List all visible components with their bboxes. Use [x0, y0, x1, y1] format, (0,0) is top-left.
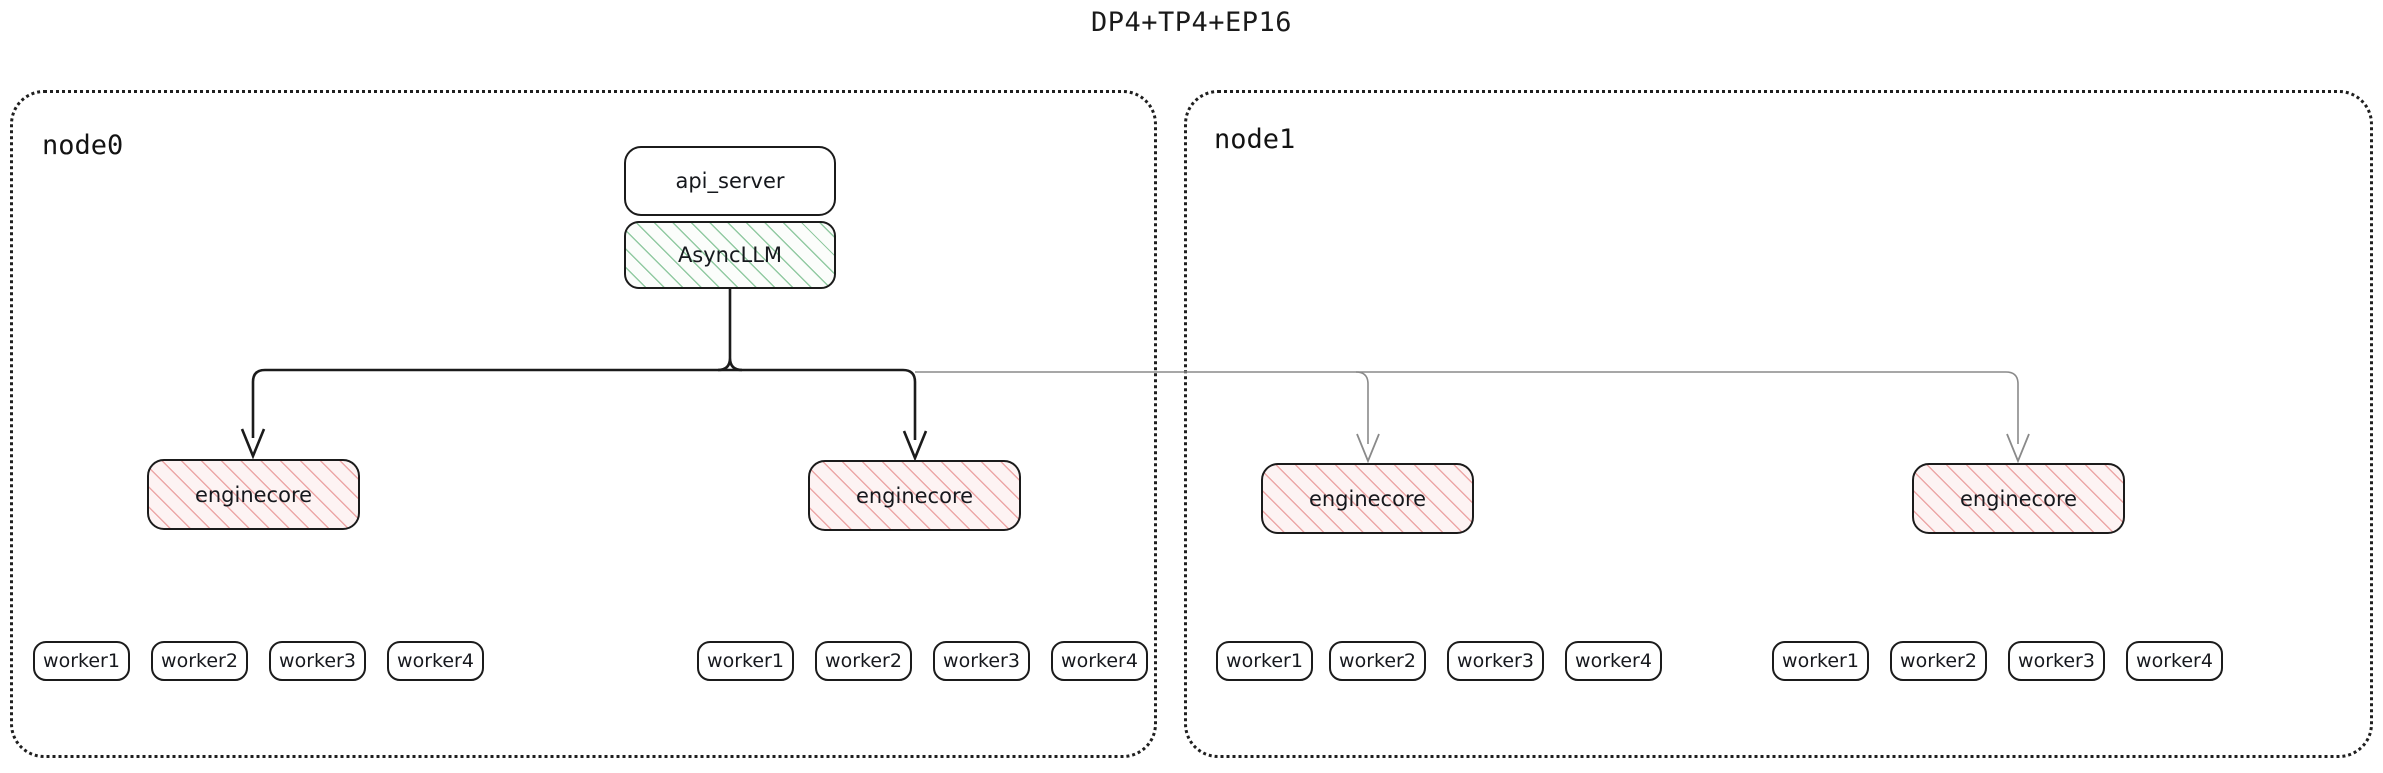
enginecore-box-node0-1[interactable]: enginecore	[808, 460, 1021, 531]
worker-box-node1-0-3[interactable]: worker4	[1565, 641, 1662, 681]
worker-box-node1-0-0[interactable]: worker1	[1216, 641, 1313, 681]
enginecore-box-node0-0[interactable]: enginecore	[147, 459, 360, 530]
node-label-node0: node0	[42, 130, 124, 161]
worker-box-node1-1-2[interactable]: worker3	[2008, 641, 2105, 681]
worker-box-node0-0-2[interactable]: worker3	[269, 641, 366, 681]
worker-box-node0-1-3[interactable]: worker4	[1051, 641, 1148, 681]
node-label-node1: node1	[1214, 124, 1296, 155]
worker-box-node1-0-2[interactable]: worker3	[1447, 641, 1544, 681]
worker-box-node1-1-0[interactable]: worker1	[1772, 641, 1869, 681]
worker-box-node0-1-2[interactable]: worker3	[933, 641, 1030, 681]
async-llm-box[interactable]: AsyncLLM	[624, 221, 836, 289]
api-server-box[interactable]: api_server	[624, 146, 836, 216]
worker-box-node1-1-3[interactable]: worker4	[2126, 641, 2223, 681]
worker-box-node0-1-0[interactable]: worker1	[697, 641, 794, 681]
worker-box-node0-0-1[interactable]: worker2	[151, 641, 248, 681]
page-title: DP4+TP4+EP16	[1090, 7, 1293, 38]
enginecore-box-node1-0[interactable]: enginecore	[1261, 463, 1474, 534]
worker-box-node0-0-0[interactable]: worker1	[33, 641, 130, 681]
worker-box-node0-1-1[interactable]: worker2	[815, 641, 912, 681]
enginecore-box-node1-1[interactable]: enginecore	[1912, 463, 2125, 534]
worker-box-node0-0-3[interactable]: worker4	[387, 641, 484, 681]
worker-box-node1-0-1[interactable]: worker2	[1329, 641, 1426, 681]
worker-box-node1-1-1[interactable]: worker2	[1890, 641, 1987, 681]
